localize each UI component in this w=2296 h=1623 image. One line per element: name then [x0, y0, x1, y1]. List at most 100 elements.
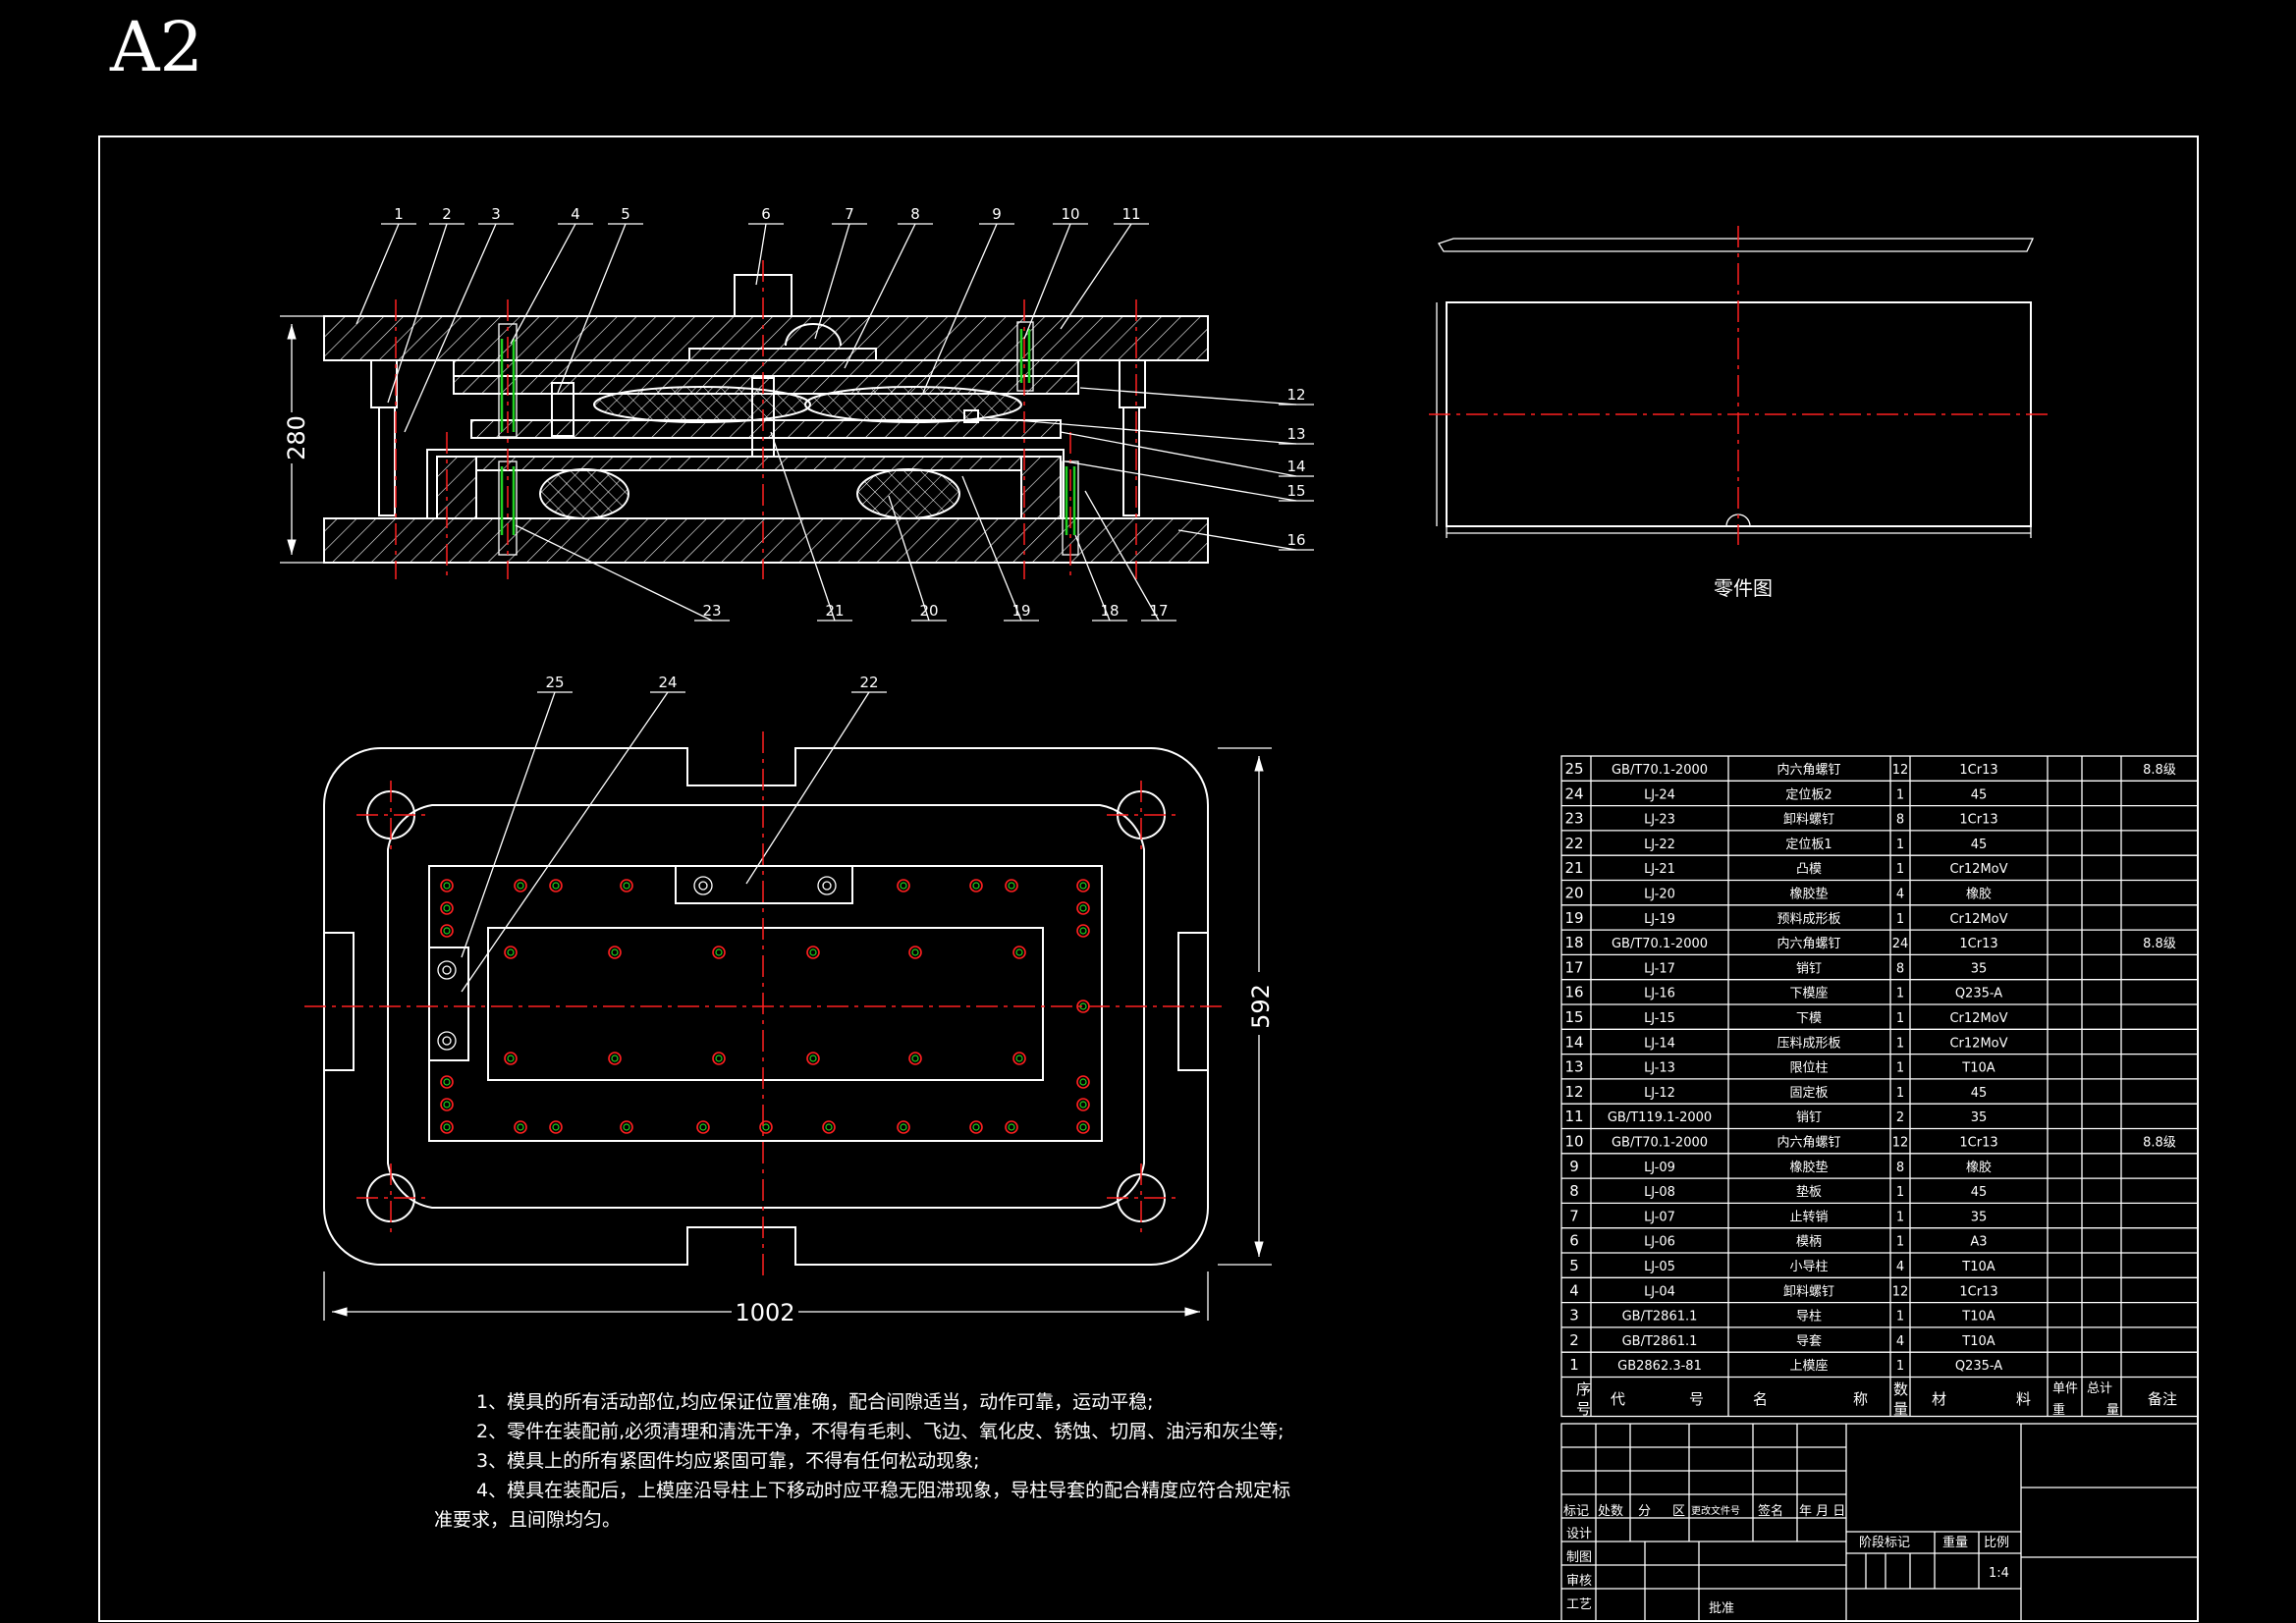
screw-holes	[437, 876, 1090, 1134]
title-zone: 分	[1638, 1504, 1651, 1519]
bom-code: LJ-17	[1644, 961, 1675, 976]
screw-hole	[1012, 1052, 1026, 1065]
balloon: 13	[981, 416, 1314, 445]
part-drawing-caption: 零件图	[1714, 576, 1773, 600]
screw-hole	[440, 924, 454, 938]
bom-name: 橡胶垫	[1789, 887, 1828, 902]
bom-qty: 12	[1892, 1136, 1909, 1151]
balloon-number: 24	[658, 674, 677, 691]
bom-material: T10A	[1961, 1310, 1995, 1325]
bom-name: 内六角螺钉	[1777, 1135, 1840, 1151]
forming-plate	[475, 456, 1022, 471]
bom-material: 1Cr13	[1959, 937, 1997, 951]
bom-code: LJ-14	[1644, 1036, 1675, 1051]
bom-qty: 1	[1896, 787, 1904, 802]
balloon: 23	[515, 524, 730, 622]
balloon-number: 19	[1011, 602, 1030, 620]
bom-no: 13	[1564, 1058, 1583, 1076]
bom-code: GB/T70.1-2000	[1612, 937, 1708, 951]
note-line: 3、模具上的所有紧固件均应紧固可靠，不得有任何松动现象;	[476, 1450, 980, 1472]
title-check: 审核	[1566, 1574, 1592, 1589]
lower-die-wall-left	[436, 456, 477, 519]
bom-qty: 1	[1896, 912, 1904, 927]
screw-hole	[822, 1120, 836, 1134]
title-process: 工艺	[1566, 1597, 1592, 1612]
bom-qty: 1	[1896, 1235, 1904, 1250]
balloon-number: 6	[761, 205, 771, 223]
balloon-number: 12	[1286, 386, 1305, 404]
bom-no: 24	[1564, 784, 1583, 802]
balloon-number: 15	[1286, 482, 1305, 500]
length-dimension: 1002	[735, 1299, 794, 1326]
screw-hole	[1076, 1120, 1090, 1134]
title-design: 设计	[1566, 1527, 1592, 1542]
press-forming-plate	[470, 419, 1062, 439]
screw-hole	[608, 1052, 622, 1065]
title-scale: 比例	[1984, 1536, 2009, 1550]
bom-header-weight: 量	[2106, 1403, 2119, 1418]
bom-name: 压料成形板	[1777, 1036, 1840, 1051]
balloon: 15	[1065, 460, 1314, 502]
bom-material: T10A	[1961, 1061, 1995, 1076]
bom-name: 预料成形板	[1777, 912, 1840, 927]
screw-hole	[437, 1031, 457, 1051]
balloon: 12	[1079, 386, 1314, 406]
balloon: 4	[510, 205, 593, 345]
balloon-number: 7	[845, 205, 854, 223]
shank-flange	[688, 348, 877, 361]
bom-material: Q235-A	[1955, 987, 2002, 1001]
balloon-number: 20	[919, 602, 938, 620]
screw-hole	[696, 1120, 710, 1134]
bom-material: Q235-A	[1955, 1359, 2002, 1374]
part-drawing: 零件图	[1429, 226, 2048, 600]
bom-code: GB/T119.1-2000	[1608, 1110, 1712, 1125]
bom-code: LJ-23	[1644, 813, 1675, 828]
balloon: 10	[1023, 205, 1088, 340]
screw-hole	[712, 1052, 726, 1065]
screw-hole	[1012, 946, 1026, 959]
part-side-view	[1438, 238, 2035, 252]
bom-no: 12	[1564, 1083, 1583, 1101]
bom-material: 45	[1971, 838, 1988, 852]
bom-name: 销钉	[1796, 1110, 1822, 1125]
plan-view: 1002 592	[304, 731, 1275, 1326]
bom-code: LJ-08	[1644, 1185, 1675, 1200]
screw-hole	[608, 946, 622, 959]
bom-qty: 1	[1896, 838, 1904, 852]
bom-name: 橡胶垫	[1789, 1160, 1828, 1175]
bom-material: 1Cr13	[1959, 813, 1997, 828]
bom-qty: 4	[1896, 1334, 1904, 1349]
balloon-number: 3	[491, 205, 501, 223]
bom-qty: 1	[1896, 1185, 1904, 1200]
bom-name: 卸料螺钉	[1783, 812, 1834, 828]
balloon: 16	[1177, 529, 1314, 551]
bom-name: 凸模	[1796, 862, 1822, 877]
bom-header-material: 材	[1932, 1390, 1946, 1408]
die-plate	[428, 865, 1103, 1142]
title-approve: 批准	[1709, 1601, 1734, 1616]
balloon: 14	[1060, 431, 1314, 477]
screw-hole	[1076, 1098, 1090, 1111]
bom-code: LJ-20	[1644, 888, 1675, 902]
bom-code: LJ-07	[1644, 1210, 1675, 1224]
bom-qty: 1	[1896, 862, 1904, 877]
balloon: 2	[387, 205, 465, 404]
rubber-pad	[804, 386, 1022, 423]
balloon-number: 18	[1100, 602, 1119, 620]
balloon: 18	[1074, 534, 1127, 622]
width-dimension: 592	[1247, 984, 1275, 1029]
bom-name: 止转销	[1789, 1210, 1828, 1224]
forming-plate-outline	[487, 927, 1044, 1081]
balloon-number: 17	[1149, 602, 1168, 620]
bom-name: 内六角螺钉	[1777, 936, 1840, 951]
bom-code: LJ-12	[1644, 1086, 1675, 1101]
bom-code: LJ-05	[1644, 1260, 1675, 1274]
